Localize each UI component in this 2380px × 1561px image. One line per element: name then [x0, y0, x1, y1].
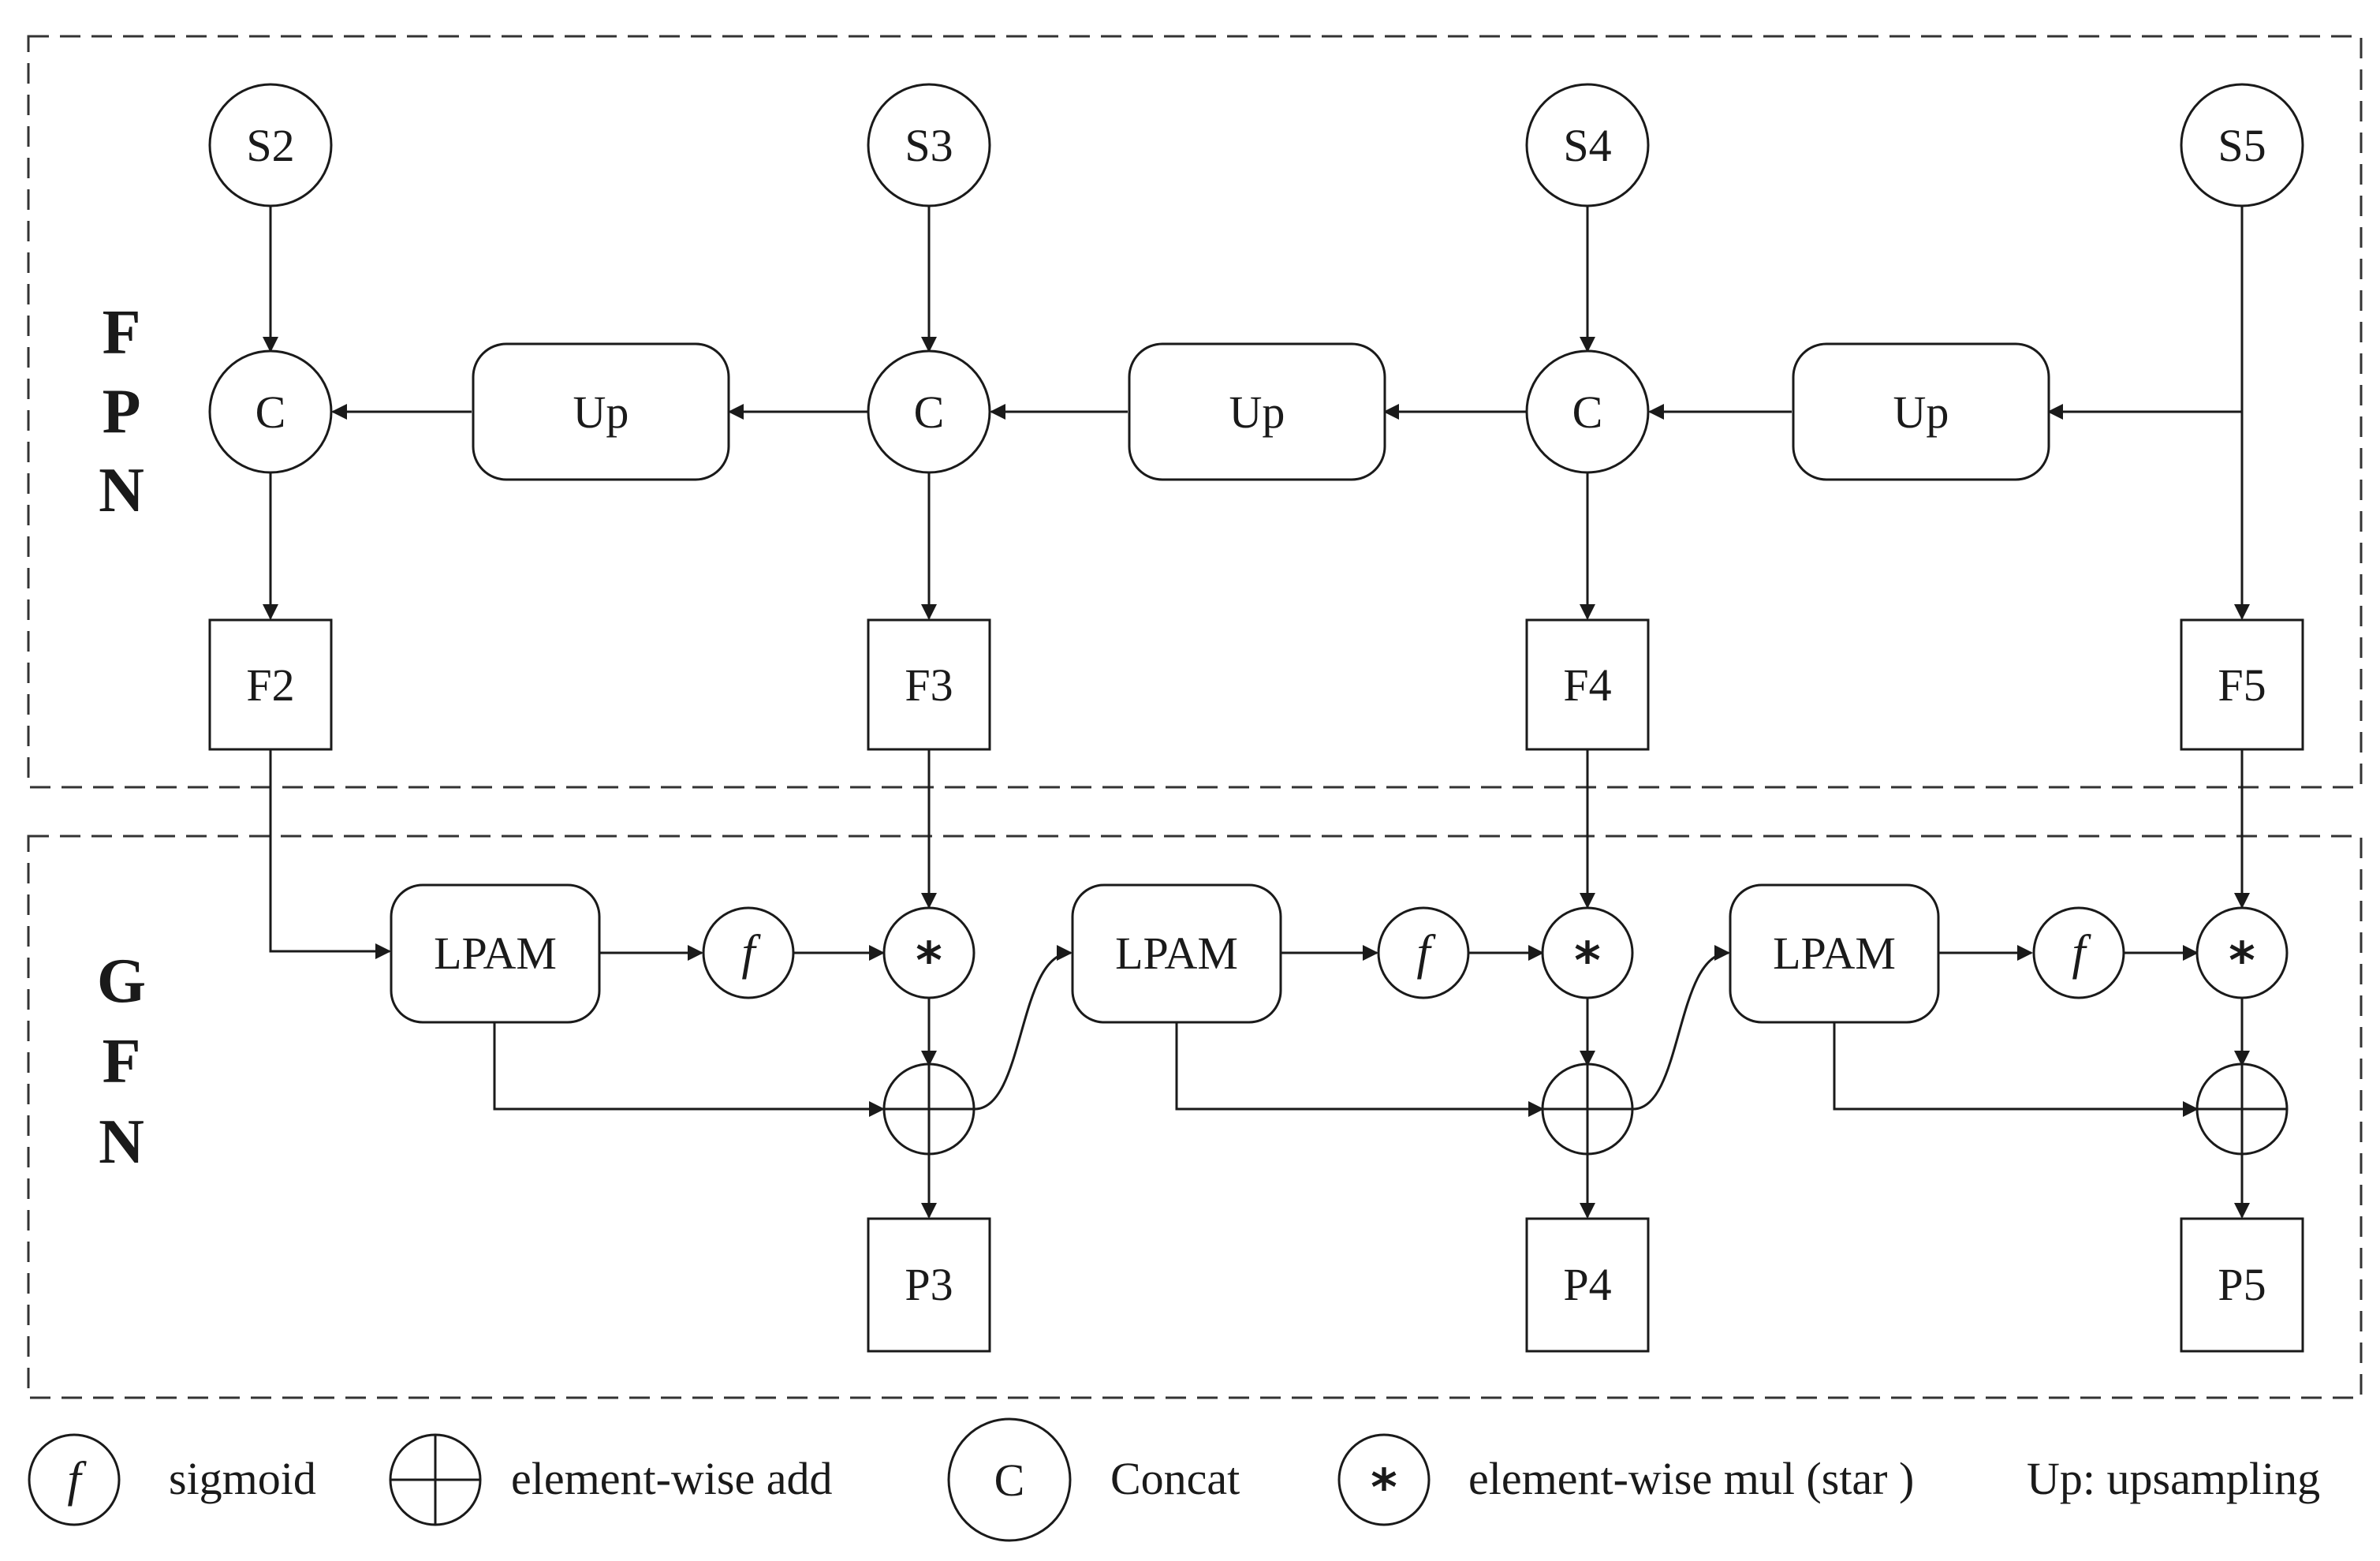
- node-mul-3: *: [2195, 906, 2289, 999]
- node-s2: S2: [208, 83, 333, 207]
- node-sigmoid-1: f: [702, 906, 795, 999]
- fpn-frame: [27, 35, 2363, 789]
- svg-text:P5: P5: [2218, 1259, 2266, 1310]
- node-p4: P4: [1525, 1217, 1650, 1353]
- svg-text:F3: F3: [905, 659, 953, 711]
- gfn-letter-n: N: [99, 1107, 144, 1177]
- svg-text:*: *: [1371, 1459, 1397, 1518]
- edge-lpam2-add2: [1175, 1022, 1544, 1117]
- svg-text:C: C: [914, 387, 945, 438]
- gfn-letter-g: G: [97, 947, 146, 1016]
- node-sigmoid-3: f: [2032, 906, 2125, 999]
- node-mul-2: *: [1541, 906, 1634, 999]
- legend-sigmoid: f sigmoid: [28, 1433, 316, 1526]
- fpn-letter-n: N: [99, 456, 144, 525]
- node-up-3: Up: [1792, 342, 2050, 481]
- node-s4: S4: [1525, 83, 1650, 207]
- svg-text:F5: F5: [2218, 659, 2266, 711]
- edge-add2-lpam3: [1632, 945, 1730, 1111]
- node-p5: P5: [2180, 1217, 2304, 1353]
- svg-text:F2: F2: [246, 659, 294, 711]
- edge-f2-lpam1: [269, 749, 391, 959]
- svg-text:C: C: [256, 387, 286, 438]
- svg-text:*: *: [2229, 932, 2255, 991]
- fpn-letter-f: F: [103, 298, 141, 368]
- node-s3: S3: [867, 83, 991, 207]
- node-lpam-1: LPAM: [390, 883, 601, 1024]
- fpn-letter-p: P: [103, 377, 141, 446]
- svg-text:Concat: Concat: [1110, 1453, 1240, 1504]
- legend-add: element-wise add: [389, 1433, 832, 1526]
- svg-text:element-wise mul (star ): element-wise mul (star ): [1468, 1453, 1914, 1504]
- edge-lpam1-add1: [493, 1022, 885, 1117]
- svg-text:LPAM: LPAM: [434, 928, 557, 979]
- svg-text:S3: S3: [905, 120, 953, 171]
- node-up-2: Up: [1128, 342, 1386, 481]
- node-mul-1: *: [882, 906, 976, 999]
- node-lpam-2: LPAM: [1071, 883, 1282, 1024]
- node-f3: F3: [867, 618, 991, 751]
- legend: f sigmoid element-wise add C Concat * el…: [28, 1417, 2320, 1542]
- svg-text:Up: Up: [573, 387, 629, 438]
- edge-add1-lpam2: [974, 945, 1072, 1111]
- gfn-letter-f: F: [103, 1027, 141, 1096]
- svg-text:Up: Up: [1229, 387, 1285, 438]
- svg-text:S2: S2: [246, 120, 294, 171]
- node-add-3: [2195, 1062, 2289, 1156]
- gfn-frame: [27, 835, 2363, 1399]
- svg-text:sigmoid: sigmoid: [169, 1453, 316, 1504]
- node-s5: S5: [2180, 83, 2304, 207]
- svg-text:P4: P4: [1563, 1259, 1611, 1310]
- svg-text:*: *: [1574, 932, 1600, 991]
- node-f4: F4: [1525, 618, 1650, 751]
- svg-text:LPAM: LPAM: [1115, 928, 1238, 979]
- legend-up: Up: upsampling: [2027, 1453, 2320, 1504]
- node-f2: F2: [208, 618, 333, 751]
- node-concat-4: C: [1525, 349, 1650, 474]
- node-up-1: Up: [472, 342, 730, 481]
- node-sigmoid-2: f: [1377, 906, 1470, 999]
- svg-text:P3: P3: [905, 1259, 953, 1310]
- svg-text:Up: upsampling: Up: upsampling: [2027, 1453, 2320, 1504]
- svg-text:C: C: [994, 1455, 1025, 1506]
- node-add-2: [1541, 1062, 1634, 1156]
- node-concat-2: C: [208, 349, 333, 474]
- svg-text:F4: F4: [1563, 659, 1611, 711]
- node-lpam-3: LPAM: [1729, 883, 1940, 1024]
- svg-text:S4: S4: [1563, 120, 1611, 171]
- svg-text:S5: S5: [2218, 120, 2266, 171]
- svg-text:LPAM: LPAM: [1773, 928, 1896, 979]
- node-concat-3: C: [867, 349, 991, 474]
- svg-text:C: C: [1572, 387, 1603, 438]
- legend-mul: * element-wise mul (star ): [1337, 1433, 1914, 1526]
- legend-concat: C Concat: [947, 1417, 1240, 1542]
- svg-text:element-wise add: element-wise add: [511, 1453, 832, 1504]
- svg-text:Up: Up: [1893, 387, 1949, 438]
- node-p3: P3: [867, 1217, 991, 1353]
- node-f5: F5: [2180, 618, 2304, 751]
- svg-text:*: *: [916, 932, 942, 991]
- edge-lpam3-add3: [1833, 1022, 2199, 1117]
- node-add-1: [882, 1062, 976, 1156]
